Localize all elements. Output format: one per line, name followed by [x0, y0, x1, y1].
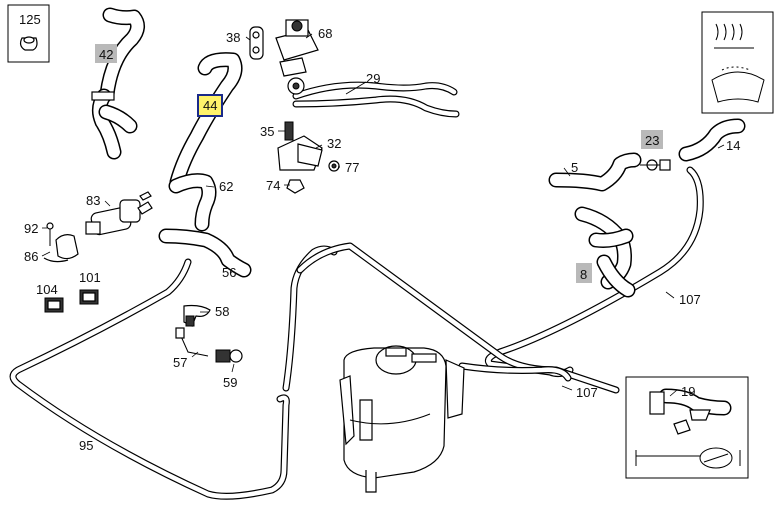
- part-62-hose: [168, 173, 217, 232]
- callout-35: 35: [260, 124, 274, 139]
- part-57-bracket: [175, 327, 209, 357]
- callout-86: 86: [24, 249, 38, 264]
- callout-42-highlight: [95, 44, 117, 63]
- part-95-tube: [9, 245, 338, 500]
- part-14-hose: [678, 118, 746, 162]
- callout-8: 8: [580, 267, 587, 282]
- callout-125: 125: [19, 12, 41, 27]
- callout-95: 95: [79, 438, 93, 453]
- callout-44-highlight: [197, 94, 223, 117]
- part-42-hose: [91, 7, 145, 160]
- callout-29: 29: [366, 71, 380, 86]
- callout-68: 68: [318, 26, 332, 41]
- callout-83: 83: [86, 193, 100, 208]
- callout-77: 77: [345, 160, 359, 175]
- leader-lines: [41, 33, 725, 397]
- part-29-tubes: [287, 77, 460, 118]
- callout-32: 32: [327, 136, 341, 151]
- part-83-pump: [85, 191, 153, 236]
- part-44-hose: [169, 52, 243, 190]
- windshield-heater-symbol-icon: [701, 11, 774, 114]
- callout-5: 5: [571, 160, 578, 175]
- part-58-bracket: [183, 304, 211, 327]
- callout-107-upper: 107: [679, 292, 701, 307]
- inset-connector-detail-icon: [625, 376, 749, 479]
- part-107-tube: [296, 166, 704, 394]
- part-8-hose: [574, 206, 636, 298]
- callout-42: 42: [99, 47, 113, 62]
- callout-23-highlight: [641, 130, 663, 149]
- callout-101: 101: [79, 270, 101, 285]
- callout-92: 92: [24, 221, 38, 236]
- part-104-clip: [44, 297, 64, 313]
- callout-57: 57: [173, 355, 187, 370]
- callout-56: 56: [222, 265, 236, 280]
- callout-8-highlight: [576, 263, 592, 283]
- washer-reservoir: [339, 345, 465, 493]
- callout-38: 38: [226, 30, 240, 45]
- callout-14: 14: [726, 138, 740, 153]
- callout-62: 62: [219, 179, 233, 194]
- part-56-hose: [158, 228, 252, 278]
- part-5-hose: [548, 152, 642, 192]
- part-38-gasket: [249, 26, 264, 60]
- part-125-clip-box: [7, 4, 50, 63]
- callout-59: 59: [223, 375, 237, 390]
- part-59-bolt: [215, 349, 243, 363]
- callout-23: 23: [645, 133, 659, 148]
- callout-58: 58: [215, 304, 229, 319]
- callout-74: 74: [266, 178, 280, 193]
- part-32-bracket-group: [277, 121, 340, 194]
- part-23-connector: [640, 159, 671, 171]
- callout-104: 104: [36, 282, 58, 297]
- part-101-clip: [79, 289, 99, 305]
- callout-19: 19: [681, 384, 695, 399]
- part-86-holder: [43, 222, 79, 263]
- callout-44: 44: [203, 98, 217, 113]
- part-68-valve: [275, 19, 319, 77]
- callout-107-lower: 107: [576, 385, 598, 400]
- callout-labels: 125 42 44 38 68 29 35 32 77 74 83 62 92 …: [19, 12, 740, 453]
